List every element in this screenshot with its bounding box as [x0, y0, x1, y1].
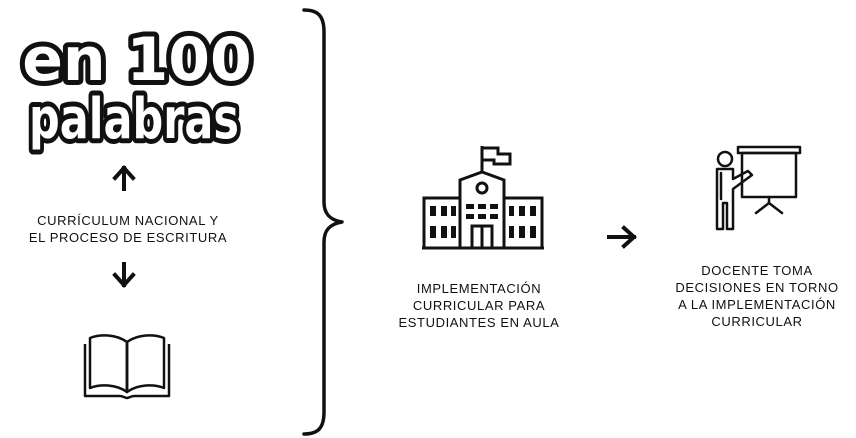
school-building-icon — [420, 140, 546, 252]
open-book-icon — [80, 330, 174, 400]
logo-line2-fill: palabras — [29, 87, 239, 152]
teacher-label-line1: DOCENTE TOMA — [701, 263, 813, 278]
logo-line2: palabras — [29, 87, 239, 152]
curriculum-label-line2: EL PROCESO DE ESCRITURA — [28, 230, 228, 245]
arrow-up-icon — [112, 165, 136, 191]
teacher-label-line4: CURRICULAR — [711, 314, 803, 329]
implementation-label-line3: ESTUDIANTES EN AULA — [398, 315, 560, 330]
arrow-down-icon — [112, 262, 136, 288]
teacher-presentation-icon — [712, 145, 804, 233]
en100palabras-logo: en 100 en 100 palabras palabras — [17, 18, 257, 157]
teacher-label-line3: A LA IMPLEMENTACIÓN — [678, 297, 836, 312]
implementation-label-line2: CURRICULAR PARA — [412, 298, 546, 313]
implementation-label-line1: IMPLEMENTACIÓN — [416, 281, 542, 296]
implementation-label: IMPLEMENTACIÓN CURRICULAR PARA ESTUDIANT… — [372, 280, 586, 331]
curriculum-label-line1: CURRÍCULUM NACIONAL Y — [37, 213, 219, 228]
curriculum-label: CURRÍCULUM NACIONAL Y EL PROCESO DE ESCR… — [0, 212, 256, 246]
teacher-label-line2: DECISIONES EN TORNO — [675, 280, 839, 295]
logo-line1-fill: en 100 — [22, 25, 252, 95]
logo-line1: en 100 — [22, 25, 252, 95]
arrow-right-icon — [607, 225, 637, 249]
curly-brace-divider — [300, 6, 348, 438]
teacher-label: DOCENTE TOMA DECISIONES EN TORNO A LA IM… — [654, 262, 856, 330]
